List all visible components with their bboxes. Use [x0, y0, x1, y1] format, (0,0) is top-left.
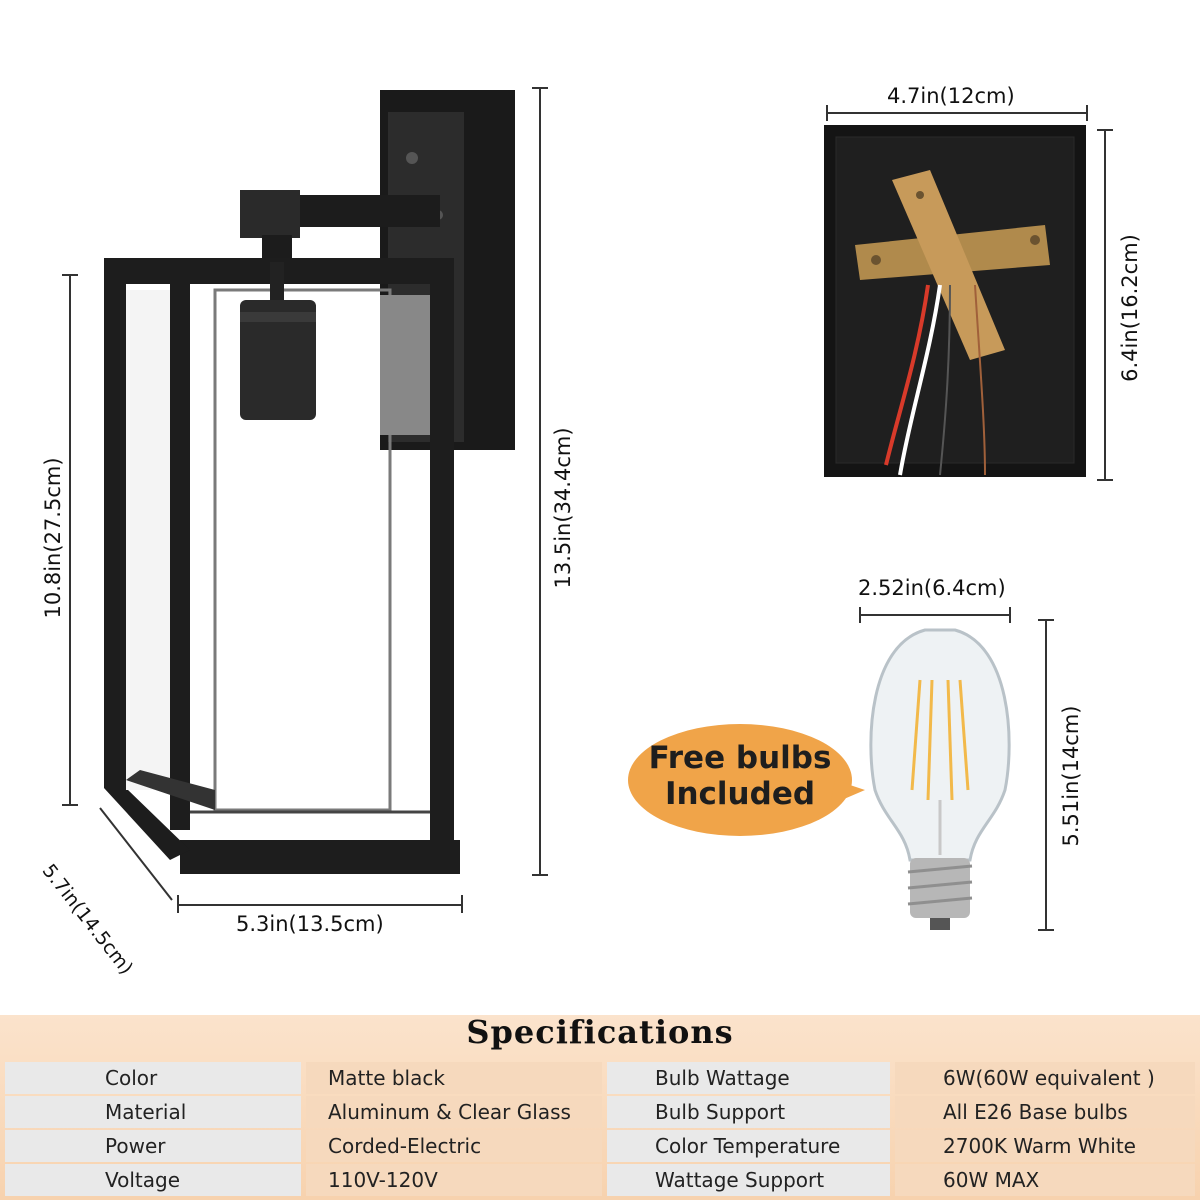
spec-value: 6W(60W equivalent ) [895, 1062, 1195, 1094]
spec-value: Aluminum & Clear Glass [306, 1096, 602, 1128]
spec-label: Material [5, 1096, 301, 1128]
free-bulbs-badge-text: Free bulbs Included [640, 740, 840, 812]
lantern-height-label: 10.8in(27.5cm) [41, 457, 65, 619]
spec-value: Corded-Electric [306, 1130, 602, 1162]
backplate-height-label: 6.4in(16.2cm) [1118, 234, 1142, 382]
spec-table: Color Matte black Bulb Wattage 6W(60W eq… [0, 1060, 1200, 1200]
spec-value: 110V-120V [306, 1164, 602, 1196]
spec-label: Voltage [5, 1164, 301, 1196]
spec-label: Power [5, 1130, 301, 1162]
specifications-title: Specifications [466, 1013, 734, 1051]
backplate-width-label: 4.7in(12cm) [887, 84, 1015, 108]
width-label: 5.3in(13.5cm) [236, 912, 384, 936]
free-bulbs-badge [628, 724, 865, 836]
spec-label: Color Temperature [607, 1130, 890, 1162]
spec-label: Bulb Support [607, 1096, 890, 1128]
badge-line-1: Free bulbs [648, 740, 832, 776]
spec-value: Matte black [306, 1062, 602, 1094]
bulb-illustration [859, 607, 1054, 931]
backplate-illustration [824, 105, 1113, 481]
spec-label: Bulb Wattage [607, 1062, 890, 1094]
spec-value: All E26 Base bulbs [895, 1096, 1195, 1128]
full-height-label: 13.5in(34.4cm) [551, 427, 575, 589]
spec-label: Wattage Support [607, 1164, 890, 1196]
bulb-height-label: 5.51in(14cm) [1059, 705, 1083, 847]
badge-line-2: Included [664, 776, 816, 812]
lantern-illustration [62, 87, 548, 913]
spec-value: 60W MAX [895, 1164, 1195, 1196]
spec-label: Color [5, 1062, 301, 1094]
bulb-width-label: 2.52in(6.4cm) [858, 576, 1006, 600]
spec-value: 2700K Warm White [895, 1130, 1195, 1162]
